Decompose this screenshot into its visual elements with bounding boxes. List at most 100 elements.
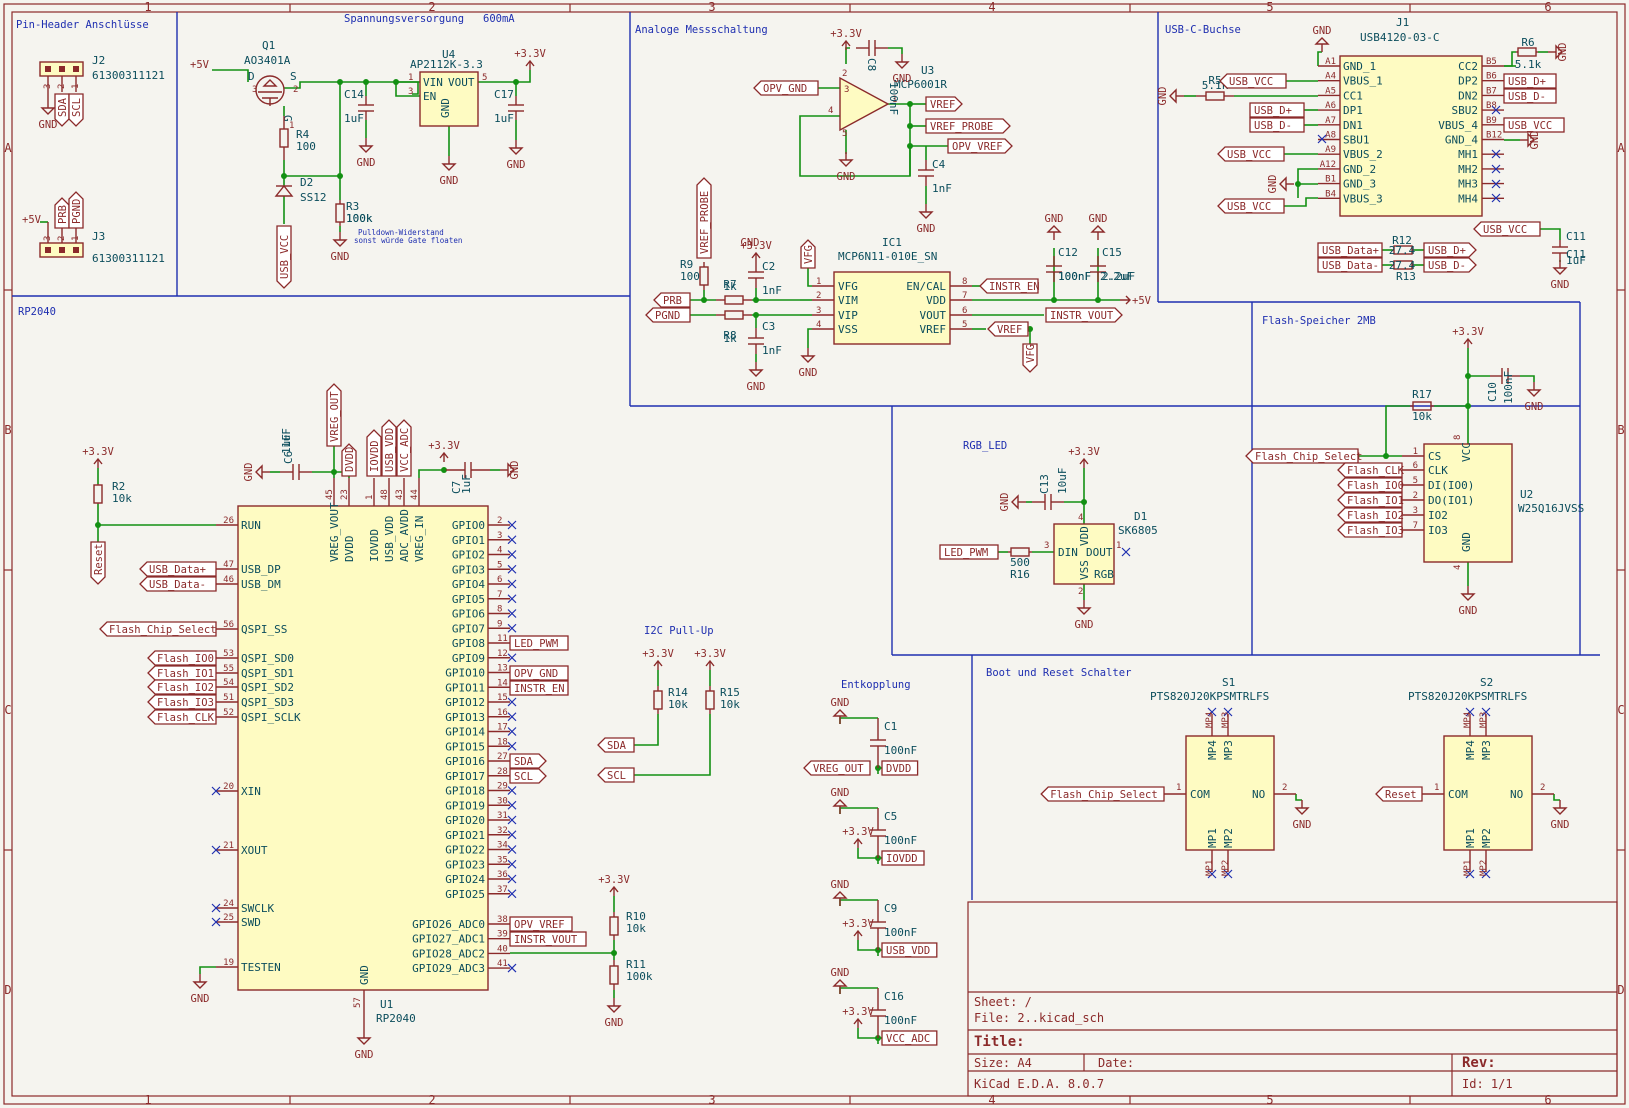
gnd-symbol [358, 145, 374, 153]
column-marker: 6 [1544, 0, 1551, 14]
row-marker: D [1617, 983, 1624, 997]
wire [212, 69, 249, 82]
no-connect-mark [1491, 149, 1501, 159]
no-connect-mark [507, 712, 517, 722]
net-label-text: OPV_GND [514, 668, 558, 680]
gnd-symbol [832, 979, 848, 987]
net-label-text: PRB [57, 205, 69, 224]
pin-name: GPIO13 [445, 711, 485, 724]
pin-number: 57 [353, 997, 363, 1008]
net-label-text: Flash_IO1 [1347, 495, 1404, 507]
power-symbol [1079, 457, 1089, 465]
capacitor-value: 2.2uF [1100, 270, 1133, 283]
capacitor-ref: C7 [450, 481, 463, 494]
pin-number: MP1 [1463, 860, 1473, 876]
gnd-label: GND [893, 73, 912, 85]
power-label-3v3: +3.3V [694, 648, 726, 660]
resistor-value: 5.1k [1515, 58, 1542, 71]
wire [478, 70, 531, 83]
pin-number: 7 [1413, 521, 1418, 531]
power-label-3v3: +3.3V [1068, 446, 1100, 458]
pin-number: 8 [962, 277, 967, 287]
net-label-flag [509, 665, 569, 681]
pin-name: DP2 [1458, 75, 1478, 88]
pin-name: DOUT [1086, 546, 1113, 559]
pin-number: 16 [497, 708, 508, 718]
pin-number: 25 [223, 913, 234, 923]
capacitor-value: 10uF [1056, 468, 1069, 495]
junction-dot [337, 173, 343, 179]
net-label-flag [276, 225, 292, 289]
net-label-flag [381, 419, 397, 477]
net-label-flag [54, 93, 70, 127]
pin-name: GPIO4 [452, 578, 485, 591]
pin-number: 2 [1282, 783, 1287, 793]
resistor-body [724, 310, 744, 320]
pin-number: 5 [482, 73, 487, 83]
net-label-text: USB_VCC [1227, 201, 1271, 213]
resistor-value: 10k [720, 698, 740, 711]
column-marker: 5 [1266, 1093, 1273, 1107]
switch-body [1185, 735, 1275, 851]
pin-name: CC2 [1458, 60, 1478, 73]
wire [1297, 168, 1318, 198]
pin-number: 3 [844, 85, 849, 95]
net-label-text: USB_D+ [1508, 76, 1546, 88]
resistor-ref: R8 [723, 329, 736, 342]
pin-name: IOVDD [368, 529, 381, 562]
net-label-text: Reset [1385, 789, 1417, 801]
capacitor-value: 1nF [762, 344, 782, 357]
net-label-text: Flash_IO0 [1347, 480, 1404, 492]
pin-name: DIN [1058, 546, 1078, 559]
column-marker: 5 [1266, 0, 1273, 14]
power-symbol [853, 837, 863, 845]
gnd-label: GND [1045, 213, 1064, 225]
net-label-flag [1503, 88, 1557, 104]
capacitor-value: 1nF [762, 284, 782, 297]
pin-number: 8 [1453, 435, 1463, 440]
gnd-label: GND [1529, 131, 1541, 150]
connector-pin [73, 247, 79, 253]
net-label-text: Flash_CLK [157, 712, 215, 724]
capacitor-value: 100nF [1058, 270, 1091, 283]
net-label-text: IOVDD [886, 853, 918, 865]
gnd-symbol [1526, 389, 1542, 397]
net-label-text: Flash_IO0 [157, 653, 214, 665]
net-label-flag [366, 429, 382, 477]
pin-number: 51 [223, 693, 234, 703]
row-marker: C [1617, 703, 1624, 717]
net-label-text: Flash_Chip_Select [109, 624, 216, 636]
pin-name: DP1 [1343, 104, 1363, 117]
resistor-body [1010, 547, 1030, 557]
net-label-text: Flash_Chip_Select [1255, 451, 1362, 463]
resistor-ref: R12 [1392, 234, 1412, 247]
capacitor-ref: C13 [1038, 474, 1051, 494]
gnd-symbol [1552, 807, 1568, 815]
pin-name: VIP [838, 309, 858, 322]
pin-number: 6 [962, 306, 967, 316]
pin-number: 37 [497, 885, 508, 895]
row-marker: B [1617, 423, 1624, 437]
capacitor-ref: C17 [494, 88, 514, 101]
row-marker: A [1617, 141, 1625, 155]
pin-name: GPIO29_ADC3 [412, 962, 485, 975]
regulator-ref: U4 [442, 48, 456, 61]
switch-value: PTS820J20KPSMTRLFS [1408, 690, 1527, 703]
pin-name: VBUS_1 [1343, 75, 1383, 88]
pin-name: VSS [838, 323, 858, 336]
power-symbol [439, 451, 449, 459]
flash-value: W25Q16JVSS [1518, 502, 1584, 515]
no-connect-mark [1491, 179, 1501, 189]
gnd-symbol [1555, 44, 1563, 60]
power-symbol [653, 659, 663, 667]
gnd-symbol [1046, 225, 1062, 233]
pin-name: DN1 [1343, 119, 1363, 132]
no-connect-mark [507, 815, 517, 825]
pin-number: 44 [410, 489, 420, 500]
usb-connector-j1-body [1339, 55, 1483, 217]
net-label-text: PGND [71, 199, 83, 224]
column-marker: 3 [708, 1093, 715, 1107]
no-connect-mark [1223, 869, 1233, 879]
pin-number: 36 [497, 870, 508, 880]
